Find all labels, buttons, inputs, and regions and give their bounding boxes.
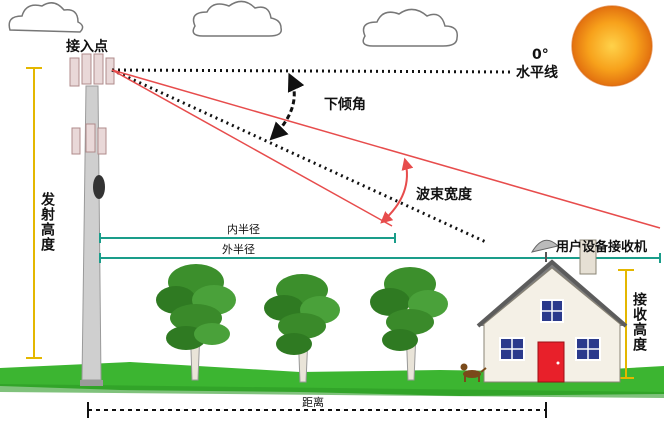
distance-label: 距离 [302,396,324,409]
tree-icon [264,274,340,383]
dish-antenna-icon [93,175,105,199]
downtilt-arrow [269,72,305,141]
beam-width-label: 波束宽度 [416,187,472,203]
sun-icon [571,5,653,87]
cloud-icon [362,8,458,47]
cloud-icon [8,2,84,33]
beam-upper-edge [111,69,661,229]
outer-radius-marker [99,253,661,263]
horizontal-line-label: 水平线 [516,65,558,81]
inner-radius-label: 内半径 [227,223,260,236]
tower-icon [69,53,115,386]
horizontal-reference-line [111,68,513,74]
outer-radius-label: 外半径 [222,243,255,256]
beam-center-line [111,68,489,245]
distance-marker [87,402,547,418]
house-door [537,341,565,383]
tx-height-label: 发射高度 [39,192,55,252]
user-receiver-label: 用户设备接收机 [556,240,648,255]
beam-width-arrow [380,157,414,224]
house-icon [476,239,628,383]
dog-icon [460,363,487,382]
access-point-label: 接入点 [66,39,108,55]
dish-antenna-icon [530,239,559,262]
tree-icon [370,267,448,381]
tree-icon [156,264,236,381]
rx-height-label: 接收高度 [631,292,647,352]
inner-radius-marker [99,233,396,243]
antenna-panel-icon [69,53,115,155]
tx-height-marker [26,67,42,359]
beam-lower-edge [111,69,393,227]
cloud-icon [192,0,282,37]
downtilt-label: 下倾角 [324,97,366,113]
zero-degree-label: 0° [532,47,549,63]
